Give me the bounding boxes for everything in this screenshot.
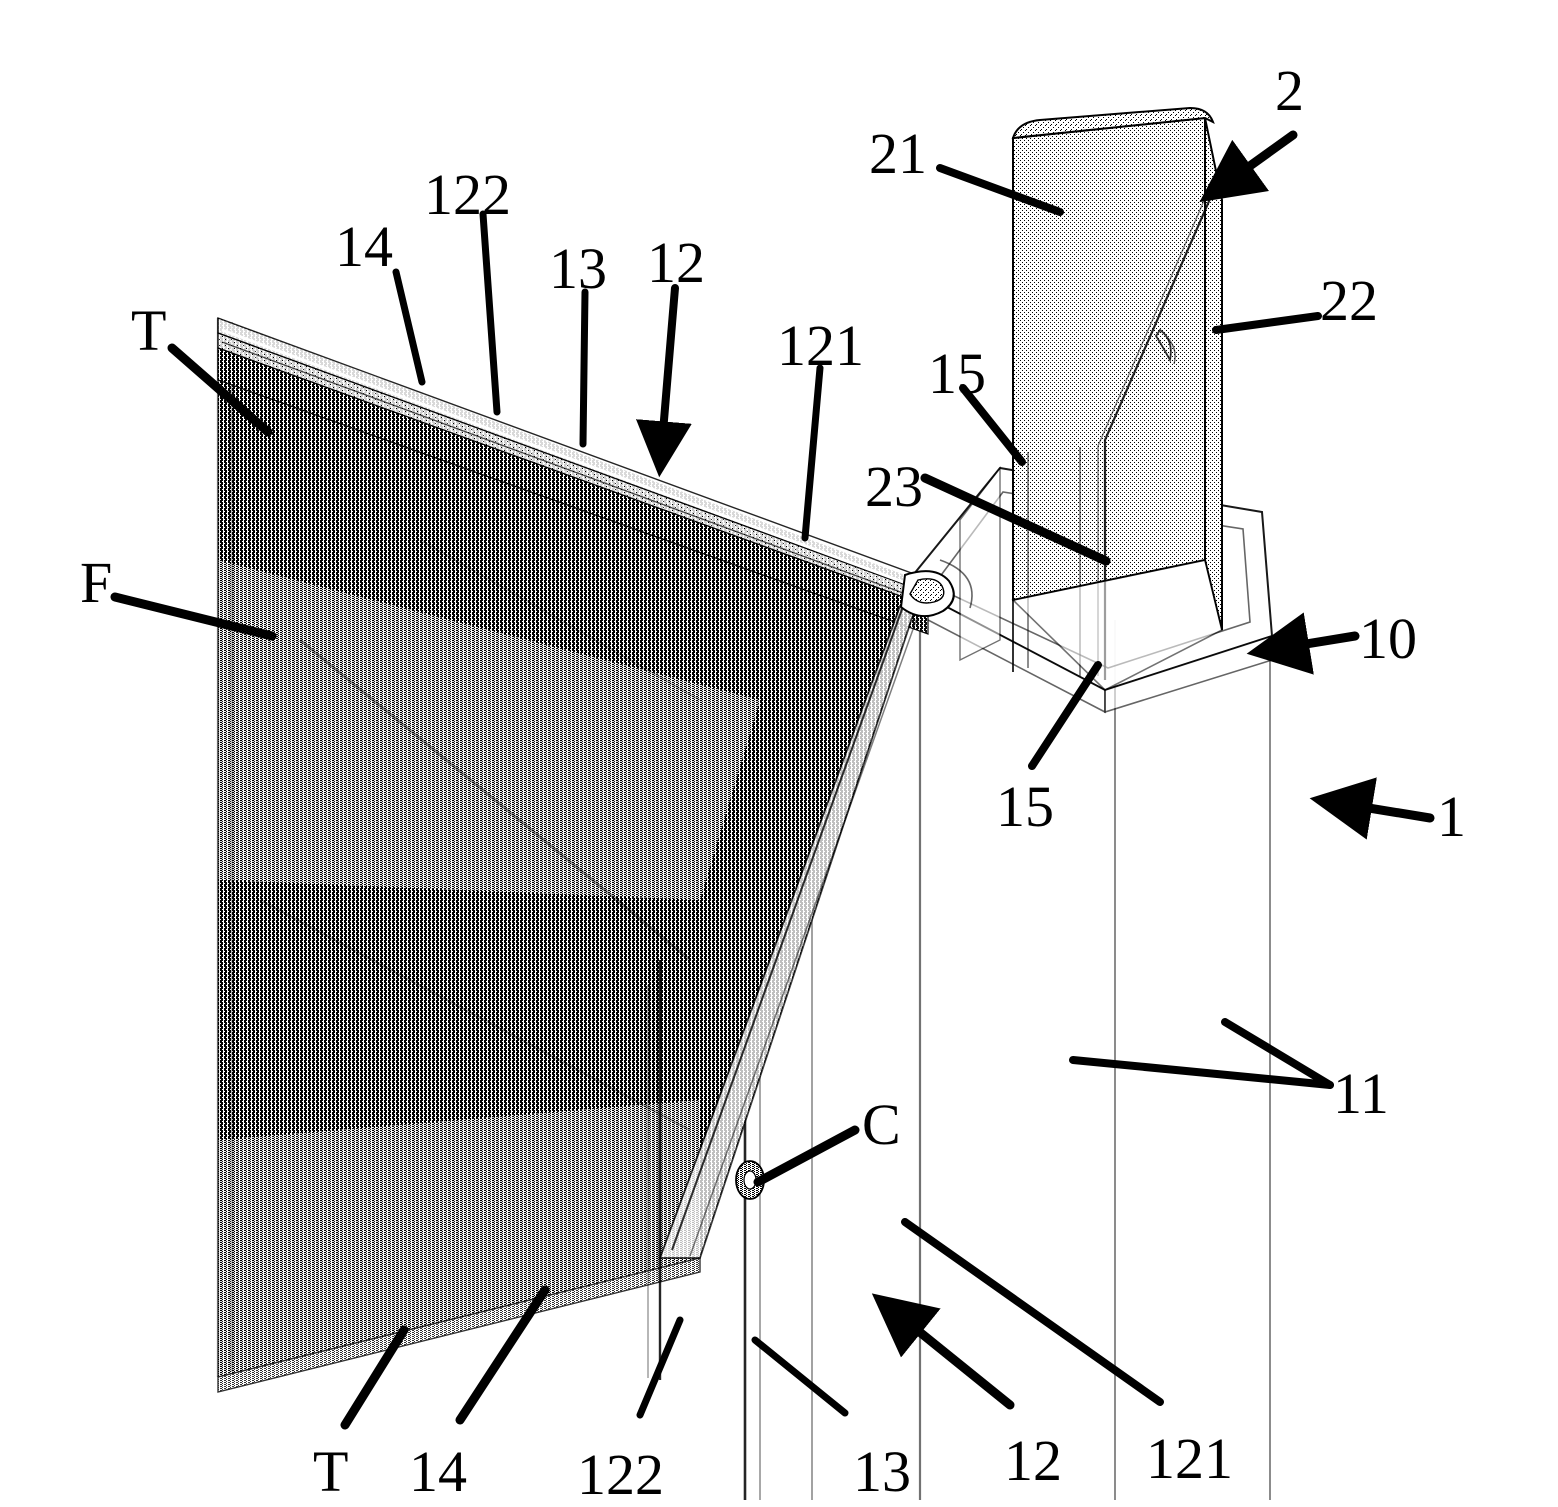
- reference-label-10: 10: [1359, 606, 1417, 671]
- reference-label-12-bottom: 12: [1004, 1428, 1062, 1493]
- leader-11-a: [1069, 1056, 1334, 1089]
- panel-post-joint: [899, 559, 973, 618]
- leader-13-bottom: [751, 1336, 849, 1417]
- leader-23: [920, 473, 1111, 566]
- leader-10: [1246, 612, 1360, 675]
- reference-label-1: 1: [1437, 784, 1466, 849]
- reference-label-13-top: 13: [549, 236, 607, 301]
- leader-21: [936, 164, 1064, 216]
- leader-121-bottom: [901, 1218, 1164, 1406]
- reference-label-C: C: [862, 1092, 901, 1157]
- reference-label-14-bottom: 14: [409, 1439, 467, 1504]
- reference-label-13-bottom: 13: [853, 1439, 911, 1504]
- leader-12-bottom: [871, 1293, 1015, 1410]
- reference-label-121-bottom: 121: [1146, 1426, 1233, 1491]
- leader-13-top: [579, 288, 589, 448]
- leader-14-bottom: [455, 1285, 550, 1425]
- reference-label-12-top: 12: [647, 230, 705, 295]
- reference-label-T-top: T: [131, 298, 167, 363]
- reference-label-23: 23: [865, 454, 923, 519]
- reference-label-122-bottom: 122: [577, 1442, 664, 1507]
- clip-element: [735, 1160, 765, 1200]
- leader-14-top: [392, 268, 426, 386]
- leader-T-bottom: [340, 1325, 409, 1430]
- cap-element: [1011, 106, 1223, 691]
- leader-2: [1199, 130, 1298, 203]
- leader-1: [1309, 777, 1435, 840]
- leader-C: [753, 1125, 860, 1187]
- reference-label-15-upper: 15: [928, 341, 986, 406]
- leader-lines: [110, 130, 1435, 1430]
- reference-label-T-bottom: T: [313, 1439, 349, 1504]
- reference-label-14-top: 14: [335, 214, 393, 279]
- leader-122-top: [479, 210, 501, 416]
- reference-label-21: 21: [869, 121, 927, 186]
- reference-label-15-lower: 15: [996, 774, 1054, 839]
- reference-label-11: 11: [1333, 1061, 1389, 1126]
- leader-122-bottom: [636, 1316, 684, 1419]
- leader-F: [110, 592, 277, 641]
- leader-12-top: [635, 284, 692, 478]
- reference-label-22: 22: [1320, 268, 1378, 333]
- reference-label-121-top: 121: [777, 313, 864, 378]
- leader-121-top: [801, 364, 824, 542]
- leader-15-lower: [1028, 661, 1102, 770]
- leader-11-b: [1221, 1018, 1334, 1089]
- reference-label-F: F: [80, 550, 113, 615]
- reference-label-2: 2: [1275, 58, 1304, 123]
- leader-15-upper: [959, 384, 1026, 466]
- reference-label-122-top: 122: [424, 162, 511, 227]
- leader-T-top: [167, 343, 273, 437]
- barrier-panel: [216, 316, 929, 1393]
- leader-22: [1212, 312, 1322, 334]
